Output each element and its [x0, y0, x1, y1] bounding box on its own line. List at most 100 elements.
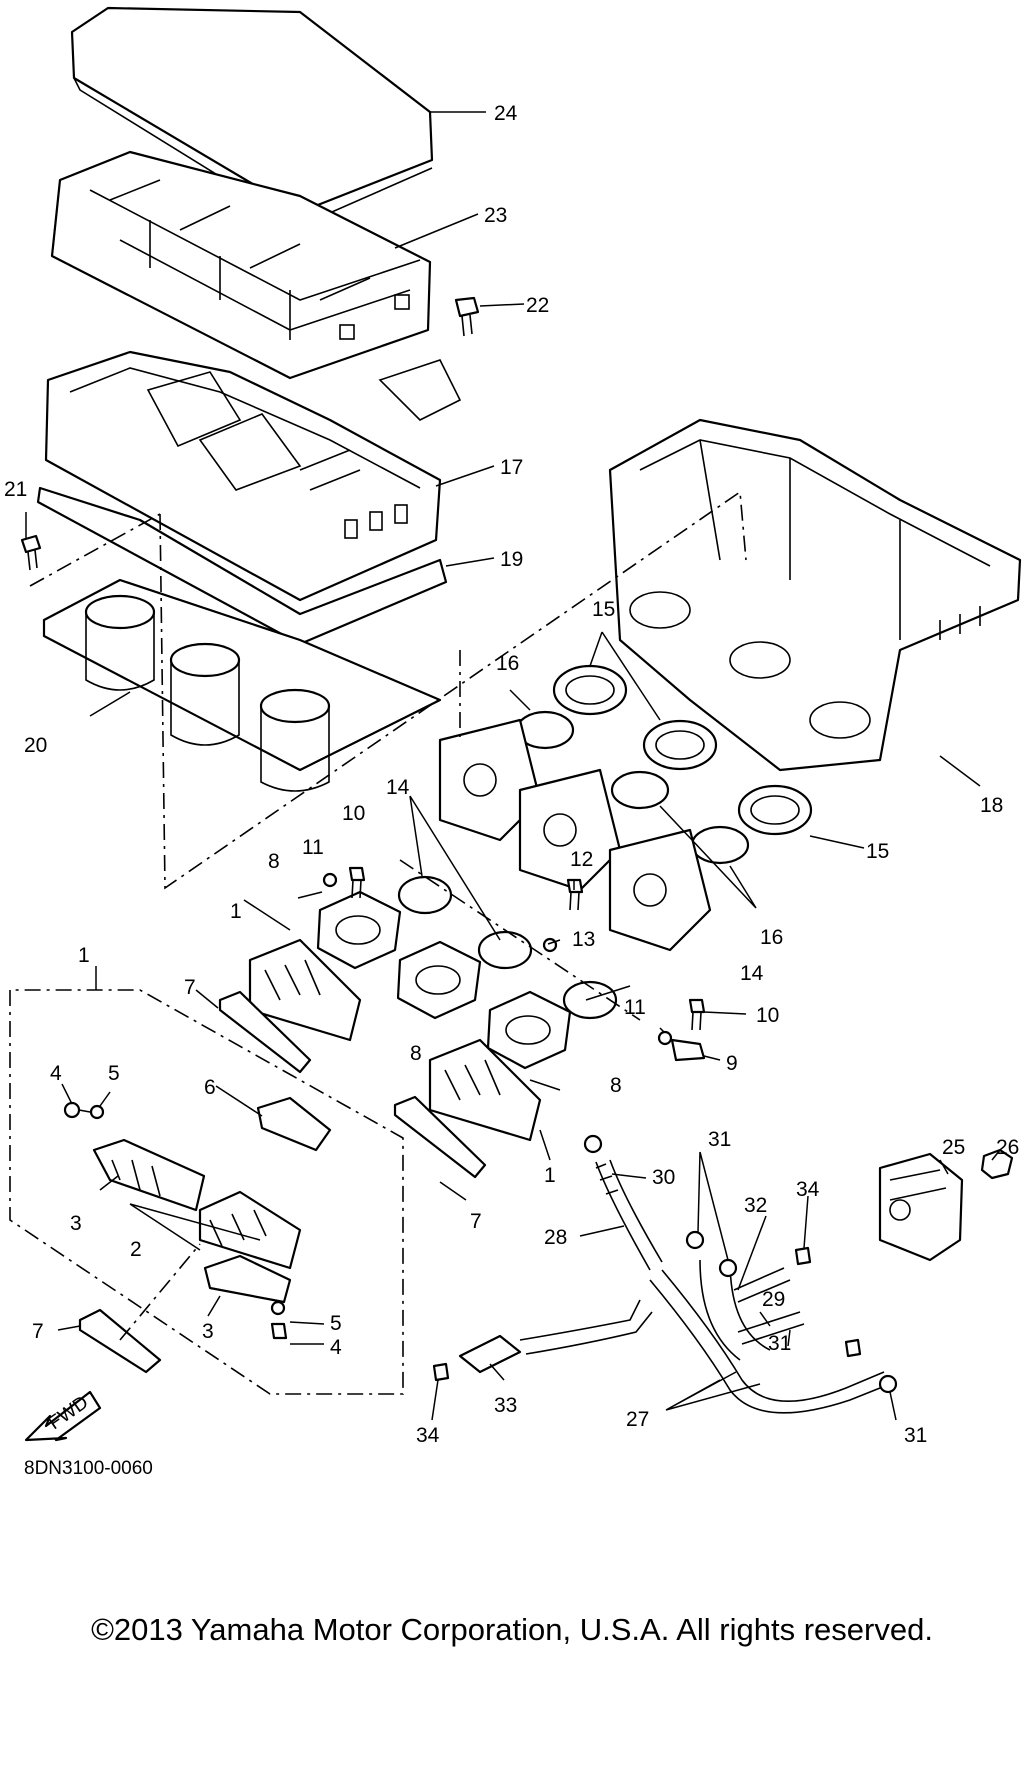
callout-19: 19	[500, 548, 523, 571]
callout-32: 32	[744, 1194, 767, 1217]
callout-9: 9	[726, 1052, 738, 1075]
callout-11-top: 11	[302, 836, 324, 859]
part-34-clip-3	[844, 1338, 862, 1358]
part-15-joint-3	[737, 784, 813, 836]
callout-15-top: 15	[592, 598, 615, 621]
part-11-washer-lower	[657, 1030, 673, 1046]
part-5-washer-upper	[89, 1104, 105, 1120]
part-6-stopper	[256, 1096, 332, 1152]
part-10-bolt-upper	[348, 866, 366, 899]
part-31-clip-2	[685, 1230, 705, 1250]
part-13-washer	[542, 937, 558, 953]
part-5-washer-lower	[270, 1300, 286, 1316]
callout-7-detail: 7	[32, 1320, 44, 1343]
part-16-clamp-3	[690, 825, 750, 865]
callout-10-right: 10	[756, 1004, 779, 1027]
callout-29: 29	[762, 1288, 785, 1311]
callout-33: 33	[494, 1394, 517, 1417]
part-2-reed-body	[198, 1190, 302, 1270]
callout-7-top: 7	[184, 976, 196, 999]
callout-5-lower: 5	[330, 1312, 342, 1335]
callout-2: 2	[130, 1238, 142, 1261]
part-8-manifold-1	[316, 890, 402, 970]
part-17-airbox-case	[44, 350, 462, 602]
part-21-screw	[20, 534, 42, 571]
part-10-bolt-lower	[688, 998, 706, 1031]
callout-34-bottom: 34	[416, 1424, 440, 1447]
callout-16-right: 16	[760, 926, 783, 949]
part-24-airbox-cover	[70, 6, 434, 227]
part-32-hose	[733, 1267, 791, 1303]
part-31-clip-4	[878, 1374, 898, 1394]
assembly-lines	[29, 490, 747, 1341]
part-7-gasket-upper	[218, 990, 312, 1074]
callout-17: 17	[500, 456, 523, 479]
part-3-reed-lower	[203, 1254, 292, 1304]
callout-28: 28	[544, 1226, 567, 1249]
callout-15-right: 15	[866, 840, 889, 863]
part-3-reed-upper	[92, 1138, 206, 1212]
part-8-manifold-3	[486, 990, 572, 1070]
callout-31-mid: 31	[768, 1332, 791, 1355]
part-34-clip-2	[432, 1362, 450, 1382]
part-7-gasket-detail	[78, 1308, 162, 1374]
reed-valve-detail-frame	[9, 989, 404, 1395]
fwd-arrow-icon: FWD	[24, 1390, 102, 1442]
part-31-clip-1	[583, 1134, 603, 1154]
part-33-fitting	[458, 1299, 653, 1374]
copyright-notice: ©2013 Yamaha Motor Corporation, U.S.A. A…	[91, 1612, 933, 1647]
callout-3-lower: 3	[202, 1320, 214, 1343]
callout-20: 20	[24, 734, 47, 757]
part-15-joint-2	[642, 719, 718, 771]
part-18-silencer-case	[608, 418, 1022, 772]
callout-34-top: 34	[796, 1178, 820, 1201]
callout-22: 22	[526, 294, 549, 317]
part-9-bracket	[670, 1038, 706, 1062]
callout-8-top: 8	[268, 850, 280, 873]
callout-10-top: 10	[342, 802, 365, 825]
part-8-manifold-2	[396, 940, 482, 1020]
callout-1-lower: 1	[544, 1164, 556, 1187]
part-15-joint-1	[552, 664, 628, 716]
part-22-bolt	[454, 296, 480, 337]
callout-30: 30	[652, 1166, 675, 1189]
part-34-clip-1	[794, 1246, 812, 1266]
callout-14-right: 14	[740, 962, 764, 985]
callout-26: 26	[996, 1136, 1019, 1159]
callout-31-top: 31	[708, 1128, 731, 1151]
part-28-hose	[595, 1159, 663, 1271]
part-4-screw-upper	[63, 1101, 91, 1119]
diagram-code: 8DN3100-0060	[24, 1458, 153, 1479]
part-29-fitting	[737, 1311, 805, 1345]
callout-14-top: 14	[386, 776, 410, 799]
callout-24: 24	[494, 102, 518, 125]
part-7-gasket-lower	[393, 1095, 487, 1179]
callout-6: 6	[204, 1076, 216, 1099]
callout-7-lower: 7	[470, 1210, 482, 1233]
callout-4-lower: 4	[330, 1336, 342, 1359]
part-30-protector	[595, 1163, 619, 1195]
callout-1-top: 1	[230, 900, 242, 923]
callout-21: 21	[4, 478, 27, 501]
carburetor-assembly	[438, 718, 712, 952]
callout-11-right: 11	[624, 996, 646, 1019]
callout-4-top: 4	[50, 1062, 62, 1085]
callout-8-mid: 8	[410, 1042, 422, 1065]
callout-12: 12	[570, 848, 593, 871]
part-1-reed-valve-lower	[428, 1038, 542, 1142]
part-23-filter-frame	[50, 150, 432, 380]
part-12-bolt	[566, 878, 584, 911]
callout-16-top: 16	[496, 652, 519, 675]
part-25-oil-pump	[878, 1152, 964, 1262]
part-11-washer-upper	[322, 872, 338, 888]
part-20-base-plate	[42, 578, 442, 792]
callout-27: 27	[626, 1408, 649, 1431]
part-31-clip-3	[718, 1258, 738, 1278]
callout-1-detail: 1	[78, 944, 90, 967]
callout-3-top: 3	[70, 1212, 82, 1235]
part-19-gasket	[36, 486, 448, 646]
part-4-screw-lower	[270, 1322, 288, 1340]
part-16-clamp-2	[610, 770, 670, 810]
callout-23: 23	[484, 204, 507, 227]
